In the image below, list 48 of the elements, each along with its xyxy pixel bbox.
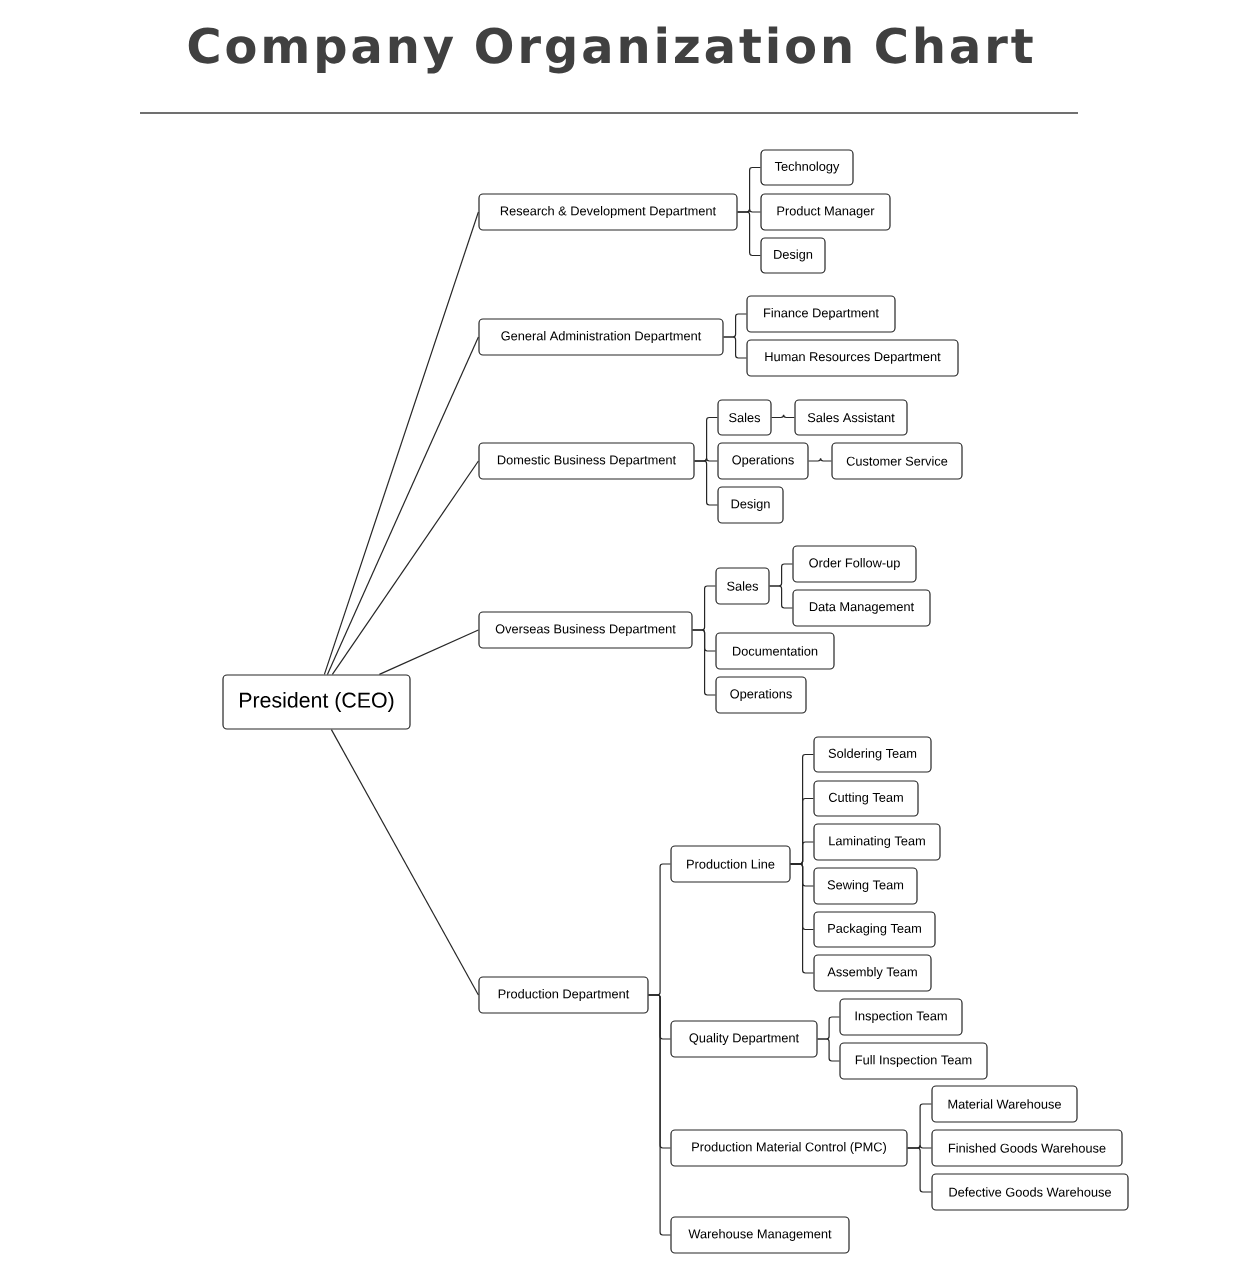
connector-line bbox=[648, 994, 671, 1236]
org-box: Quality Department bbox=[670, 1020, 818, 1058]
org-box: Human Resources Department bbox=[746, 339, 959, 377]
connector-line bbox=[907, 1147, 932, 1193]
connector-line bbox=[723, 336, 747, 359]
org-box: Data Management bbox=[792, 589, 931, 627]
chart-title: Company Organization Chart bbox=[188, 26, 1033, 74]
org-box: Finished Goods Warehouse bbox=[931, 1129, 1123, 1167]
org-box: Order Follow-up bbox=[792, 545, 917, 583]
org-box: Domestic Business Department bbox=[478, 442, 695, 480]
org-box: Full Inspection Team bbox=[839, 1042, 988, 1080]
org-box: Design bbox=[717, 486, 784, 524]
connector-line bbox=[771, 414, 795, 419]
connector-line bbox=[808, 457, 832, 462]
connector-line bbox=[692, 629, 716, 696]
org-box: Documentation bbox=[715, 632, 835, 670]
org-box: Laminating Team bbox=[813, 823, 941, 861]
org-box: Sewing Team bbox=[813, 867, 918, 905]
org-box: Design bbox=[760, 237, 826, 274]
org-box: Overseas Business Department bbox=[478, 611, 693, 649]
org-box: General Administration Department bbox=[478, 318, 724, 356]
connector-line bbox=[737, 211, 761, 257]
org-box: Product Manager bbox=[760, 193, 891, 231]
org-box: Production Material Control (PMC) bbox=[670, 1129, 908, 1167]
org-box: Defective Goods Warehouse bbox=[931, 1173, 1129, 1211]
org-box: Sales bbox=[715, 567, 770, 605]
org-box: Production Line bbox=[670, 845, 791, 883]
org-box: Sales bbox=[717, 399, 772, 436]
org-box: Assembly Team bbox=[813, 954, 932, 992]
org-box: Customer Service bbox=[831, 442, 963, 480]
org-box: Inspection Team bbox=[839, 998, 963, 1036]
org-box: Operations bbox=[717, 442, 809, 480]
org-box: Sales Assistant bbox=[794, 399, 908, 436]
connector-line bbox=[817, 1038, 840, 1062]
org-box: Research & Development Department bbox=[478, 193, 738, 231]
org-box: Finance Department bbox=[746, 295, 896, 333]
org-box: Operations bbox=[715, 676, 807, 714]
connector-line bbox=[694, 460, 718, 506]
connector-line bbox=[790, 863, 814, 974]
ceo-box: President (CEO) bbox=[222, 674, 411, 730]
org-box: Material Warehouse bbox=[931, 1085, 1078, 1123]
org-box: Soldering Team bbox=[813, 736, 932, 773]
org-box: Cutting Team bbox=[813, 780, 919, 817]
connector-line bbox=[769, 585, 793, 609]
org-box: Warehouse Management bbox=[670, 1216, 850, 1254]
org-box: Packaging Team bbox=[813, 911, 936, 948]
org-box: Technology bbox=[760, 149, 854, 186]
org-box: Production Department bbox=[478, 976, 649, 1014]
